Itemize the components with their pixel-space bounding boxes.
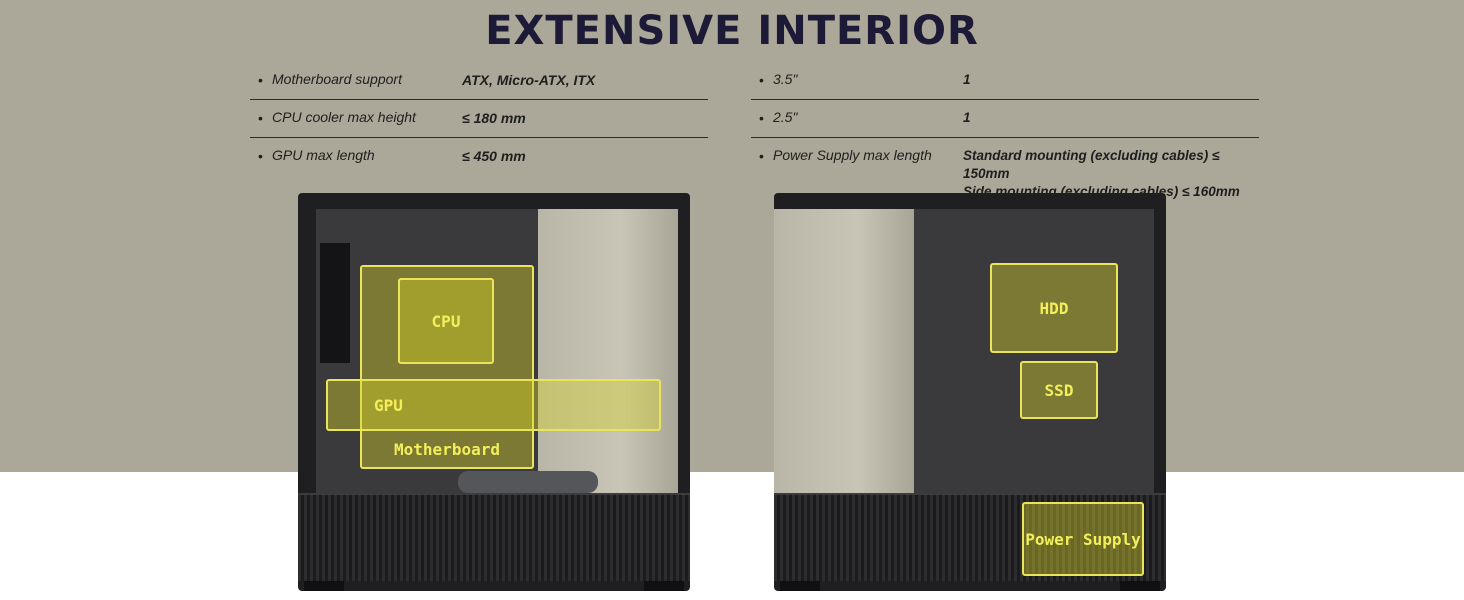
hdd-label: HDD <box>1039 298 1069 318</box>
glass-panel <box>538 209 678 494</box>
bottom-fans <box>458 471 598 493</box>
spec-value: 1 <box>963 72 971 87</box>
cpu-area-highlight: CPU <box>398 278 494 364</box>
spec-value: ≤ 450 mm <box>462 148 526 164</box>
spec-label: 2.5" <box>773 109 798 125</box>
spec-label: CPU cooler max height <box>272 109 416 125</box>
motherboard-label: Motherboard <box>394 440 500 459</box>
case-front-view: Motherboard CPU GPU <box>298 193 690 591</box>
glass-panel <box>774 209 914 494</box>
power-supply-area-highlight: Power Supply <box>1022 502 1144 576</box>
hdd-area-highlight: HDD <box>990 263 1118 353</box>
power-supply-label: Power Supply <box>1025 529 1141 549</box>
bullet-icon: • <box>759 110 764 126</box>
bullet-icon: • <box>258 110 263 126</box>
bullet-icon: • <box>759 72 764 88</box>
gpu-label: GPU <box>374 395 403 415</box>
spec-list-right: • 3.5" 1 • 2.5" 1 • Power Supply max len… <box>751 62 1259 201</box>
spec-row-gpu-length: • GPU max length ≤ 450 mm <box>250 138 708 198</box>
gpu-area-highlight: GPU <box>326 379 661 431</box>
cpu-label: CPU <box>431 311 461 331</box>
spec-label: Motherboard support <box>272 71 402 87</box>
spec-value: Standard mounting (excluding cables) ≤ 1… <box>963 147 1259 201</box>
case-foot <box>644 581 684 591</box>
ssd-area-highlight: SSD <box>1020 361 1098 419</box>
spec-row-motherboard: • Motherboard support ATX, Micro-ATX, IT… <box>250 62 708 100</box>
spec-value: 1 <box>963 110 971 125</box>
bullet-icon: • <box>258 148 263 164</box>
case-interior <box>316 209 538 494</box>
spec-row-3-5-drive: • 3.5" 1 <box>751 62 1259 100</box>
spec-row-cpu-cooler: • CPU cooler max height ≤ 180 mm <box>250 100 708 138</box>
spec-label: 3.5" <box>773 71 798 87</box>
bullet-icon: • <box>759 148 764 164</box>
spec-row-2-5-drive: • 2.5" 1 <box>751 100 1259 138</box>
case-bottom-chamber <box>774 493 1166 581</box>
spec-label: Power Supply max length <box>773 147 932 163</box>
motherboard-area-highlight: Motherboard <box>360 265 534 469</box>
case-foot <box>780 581 820 591</box>
spec-value: ATX, Micro-ATX, ITX <box>462 72 596 88</box>
rear-fan <box>320 243 350 363</box>
case-bottom-chamber <box>298 493 690 581</box>
bullet-icon: • <box>258 72 263 88</box>
case-foot <box>304 581 344 591</box>
spec-value-line-1: Standard mounting (excluding cables) ≤ 1… <box>963 148 1220 181</box>
spec-value: ≤ 180 mm <box>462 110 526 126</box>
ssd-label: SSD <box>1044 380 1074 400</box>
page-title: EXTENSIVE INTERIOR <box>485 8 979 54</box>
case-foot <box>1120 581 1160 591</box>
textured-background <box>0 0 1464 472</box>
spec-row-psu-length: • Power Supply max length Standard mount… <box>751 138 1259 201</box>
spec-label: GPU max length <box>272 147 375 163</box>
spec-list-left: • Motherboard support ATX, Micro-ATX, IT… <box>250 62 708 198</box>
case-rear-view: HDD SSD Power Supply <box>774 193 1166 591</box>
